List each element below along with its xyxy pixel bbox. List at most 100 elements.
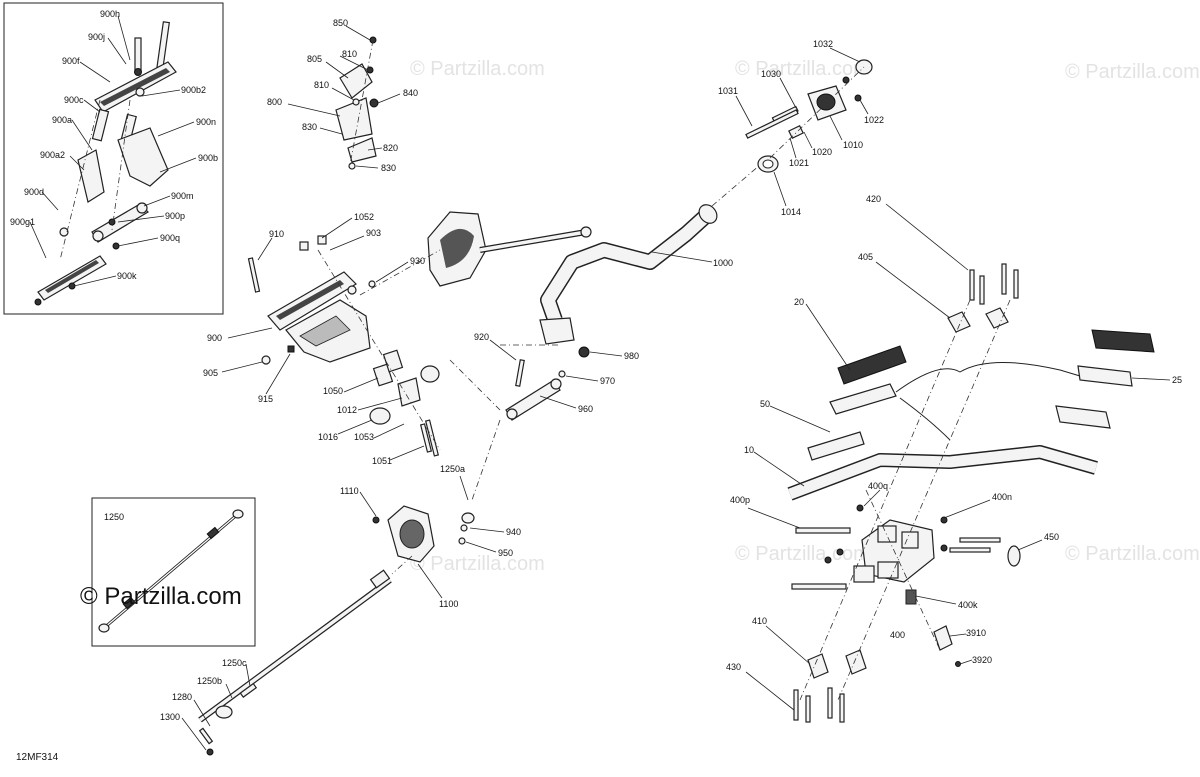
leader-line (943, 499, 991, 519)
leader-line (331, 87, 355, 101)
heater-part (1077, 365, 1133, 387)
leader-line (143, 195, 171, 207)
leader-line (225, 683, 233, 699)
centerline (471, 419, 501, 501)
leader-line (949, 633, 967, 637)
centerline (59, 99, 101, 261)
housing-boss (816, 93, 836, 111)
inset-900-detail: 900h 900j 900f 900c 900b2 900a 900n 900a… (3, 2, 224, 315)
callout-900b2: 900b2 (181, 85, 206, 95)
bushing-part (506, 408, 518, 420)
leader-line (367, 147, 383, 151)
nut-part (366, 66, 374, 74)
callout-430: 430 (726, 662, 741, 672)
leader-line (337, 419, 373, 435)
leader-line (863, 489, 881, 507)
leader-line (107, 37, 127, 65)
leader-line (753, 451, 805, 487)
rod-end-part (215, 705, 233, 719)
clamp-part (947, 311, 971, 333)
bolt-part (979, 275, 985, 305)
washer-part (461, 512, 475, 524)
callout-920: 920 (474, 332, 489, 342)
leader-line (769, 405, 831, 433)
leader-line (257, 237, 273, 261)
callout-900a2: 900a2 (40, 150, 65, 160)
grip-part (1091, 329, 1155, 353)
leader-line (73, 275, 117, 287)
bolt-part (515, 359, 525, 387)
nut-part (940, 544, 948, 552)
jam-nut-part (206, 526, 220, 540)
bolt-part (352, 98, 360, 106)
callout-1032: 1032 (813, 39, 833, 49)
steering-column-1000-assembly: 1032 1030 1031 1022 1010 1020 1021 1014 … (539, 39, 884, 345)
leader-line (227, 327, 273, 339)
callout-810: 810 (314, 80, 329, 90)
centerline (769, 66, 865, 159)
callout-420: 420 (866, 194, 881, 204)
bushing-hole (762, 159, 774, 169)
leader-line (735, 95, 753, 127)
bushing-part (420, 365, 440, 383)
leader-line (745, 671, 795, 711)
callout-900c: 900c (64, 95, 84, 105)
bolt-part (949, 547, 991, 553)
leader-line (29, 221, 47, 259)
callout-800: 800 (267, 97, 282, 107)
nut-part (824, 556, 832, 564)
leader-line (805, 303, 851, 371)
jam-nut-part (122, 596, 136, 610)
callout-400: 400 (890, 630, 905, 640)
screw-part (955, 661, 961, 667)
bushing-part (369, 407, 391, 425)
grip-part (837, 345, 907, 385)
nut-part (460, 524, 468, 532)
leader-line (885, 203, 969, 271)
callout-1250a: 1250a (440, 464, 465, 474)
callout-1280: 1280 (172, 692, 192, 702)
callout-830: 830 (302, 122, 317, 132)
rod-fill (479, 230, 587, 252)
centerline (111, 99, 131, 231)
callout-450: 450 (1044, 532, 1059, 542)
leader-line (389, 445, 425, 461)
callout-900: 900 (207, 333, 222, 343)
leader-line (459, 475, 469, 501)
nut-part (317, 235, 327, 245)
handlebar-fill (788, 446, 1098, 500)
leader-line (357, 397, 403, 411)
bolt-part (458, 537, 466, 545)
callout-820: 820 (383, 143, 398, 153)
bolt-part (969, 269, 975, 301)
nut-part (369, 98, 379, 108)
callout-950: 950 (498, 548, 513, 558)
leader-line (117, 237, 159, 247)
callout-1100: 1100 (439, 599, 458, 609)
leader-line (193, 699, 211, 727)
callout-1053: 1053 (354, 432, 374, 442)
leader-line (181, 717, 207, 751)
washer-part (347, 285, 357, 295)
callout-840: 840 (403, 88, 418, 98)
jam-nut-part (239, 682, 258, 698)
post-part (91, 108, 110, 142)
callout-900b: 900b (198, 153, 218, 163)
callout-20: 20 (794, 297, 804, 307)
callout-1016: 1016 (318, 432, 338, 442)
watermark-text: © Partzilla.com (410, 58, 545, 80)
leader-line (565, 375, 599, 382)
callout-25: 25 (1172, 375, 1182, 385)
callout-900g1: 900g1 (10, 217, 35, 227)
housing-bore (399, 519, 425, 549)
leader-line (319, 127, 343, 135)
riser-block (853, 565, 875, 583)
callout-1000: 1000 (713, 258, 733, 268)
callout-900k: 900k (117, 271, 137, 281)
leader-line (141, 89, 181, 97)
callout-1031: 1031 (718, 86, 738, 96)
column-tube-fill (541, 209, 713, 323)
link-960-assembly: 920 980 970 960 (471, 332, 639, 501)
nut-part (34, 298, 42, 306)
steering-1100-assembly: 1250a 1110 940 950 1100 1250c 1250b 1280… (160, 464, 521, 756)
